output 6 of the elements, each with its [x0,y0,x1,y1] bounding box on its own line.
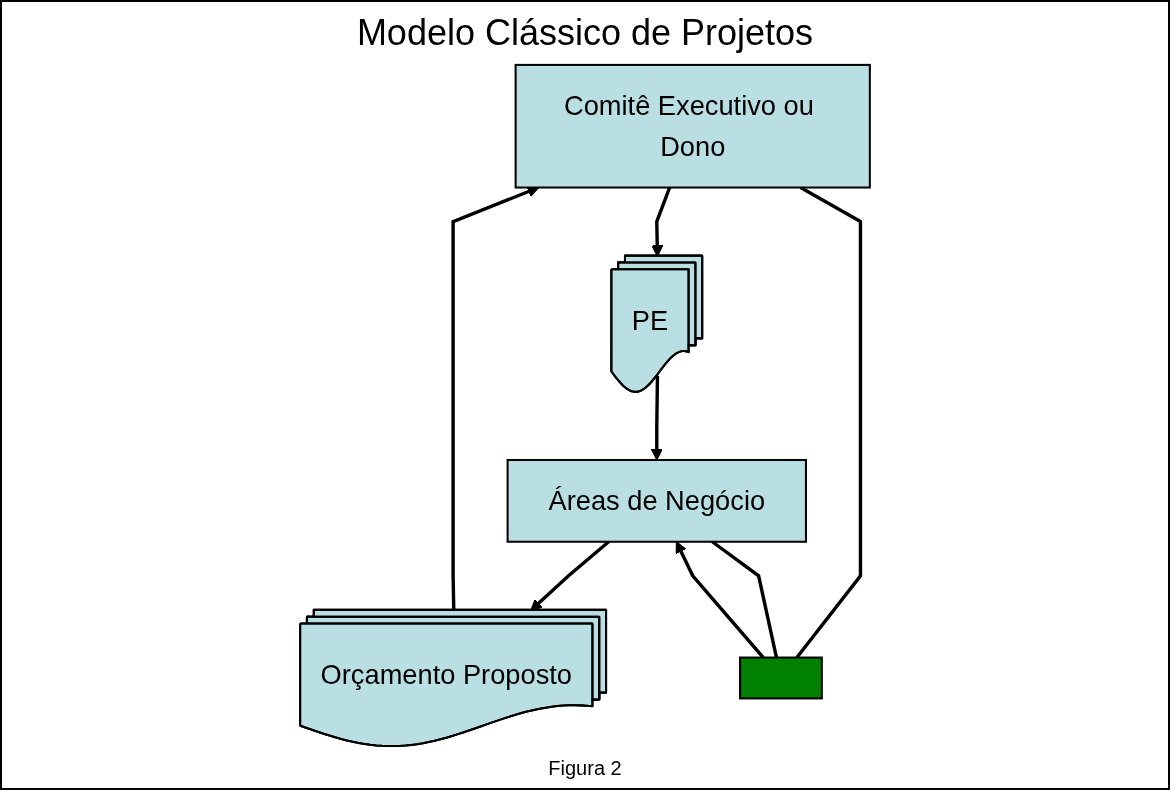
figure-caption: Figura 2 [548,757,622,780]
arrow [650,375,663,461]
node-box [739,656,823,700]
node-box: Comitê Executivo ou Dono [514,63,871,189]
node-box: Áreas de Negócio [506,459,807,543]
diagram-title: Modelo Clássico de Projetos [356,12,814,54]
